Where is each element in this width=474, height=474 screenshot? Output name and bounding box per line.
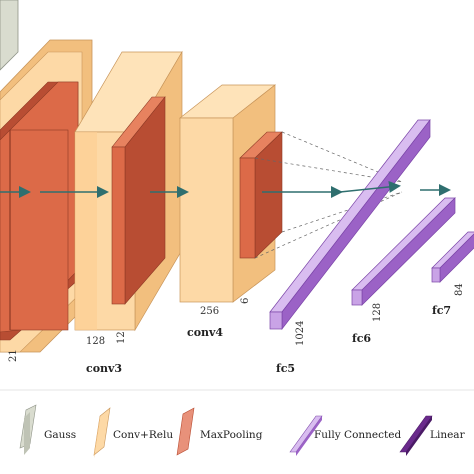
dim-label-256: 256 bbox=[200, 306, 219, 317]
dim-label-1024: 1024 bbox=[295, 321, 306, 346]
dim-label-21: 21 bbox=[8, 349, 19, 362]
legend-label-gauss: Gauss bbox=[44, 429, 76, 441]
pool-block-conv3 bbox=[111, 96, 166, 305]
layer-name-fc7: fc7 bbox=[432, 304, 451, 317]
legend-label-fully-connected: Fully Connected bbox=[314, 429, 401, 441]
maxpooling-swatch bbox=[176, 407, 195, 456]
dim-label-12: 12 bbox=[116, 331, 127, 344]
fc-block-fc7 bbox=[431, 231, 474, 283]
layer-name-conv4: conv4 bbox=[187, 326, 223, 339]
flow-arrows bbox=[0, 180, 451, 198]
legend-label-linear: Linear bbox=[430, 429, 466, 441]
fully-connected-swatch bbox=[289, 415, 323, 456]
conv-relu-swatch bbox=[93, 407, 111, 458]
layer-name-fc6: fc6 bbox=[352, 332, 371, 345]
fc-block-fc6 bbox=[351, 197, 456, 306]
legend: Gauss Conv+Relu MaxPooling Fully Connect… bbox=[0, 389, 474, 458]
pool-block-conv4 bbox=[239, 131, 283, 259]
dim-label-6: 6 bbox=[240, 298, 251, 304]
pool-block-1 bbox=[0, 81, 79, 341]
fc-block-fc5 bbox=[269, 118, 431, 331]
gauss-block bbox=[0, 0, 19, 71]
dim-label-128-fc6: 128 bbox=[372, 303, 383, 322]
layer-name-conv3: conv3 bbox=[86, 362, 122, 375]
legend-label-maxpooling: MaxPooling bbox=[200, 429, 263, 441]
dim-label-84: 84 bbox=[454, 283, 465, 296]
dim-label-128-conv3: 128 bbox=[86, 336, 105, 347]
gauss-swatch bbox=[19, 404, 37, 455]
layer-name-fc5: fc5 bbox=[276, 362, 295, 375]
linear-swatch bbox=[399, 415, 433, 456]
legend-label-conv-relu: Conv+Relu bbox=[113, 429, 173, 441]
